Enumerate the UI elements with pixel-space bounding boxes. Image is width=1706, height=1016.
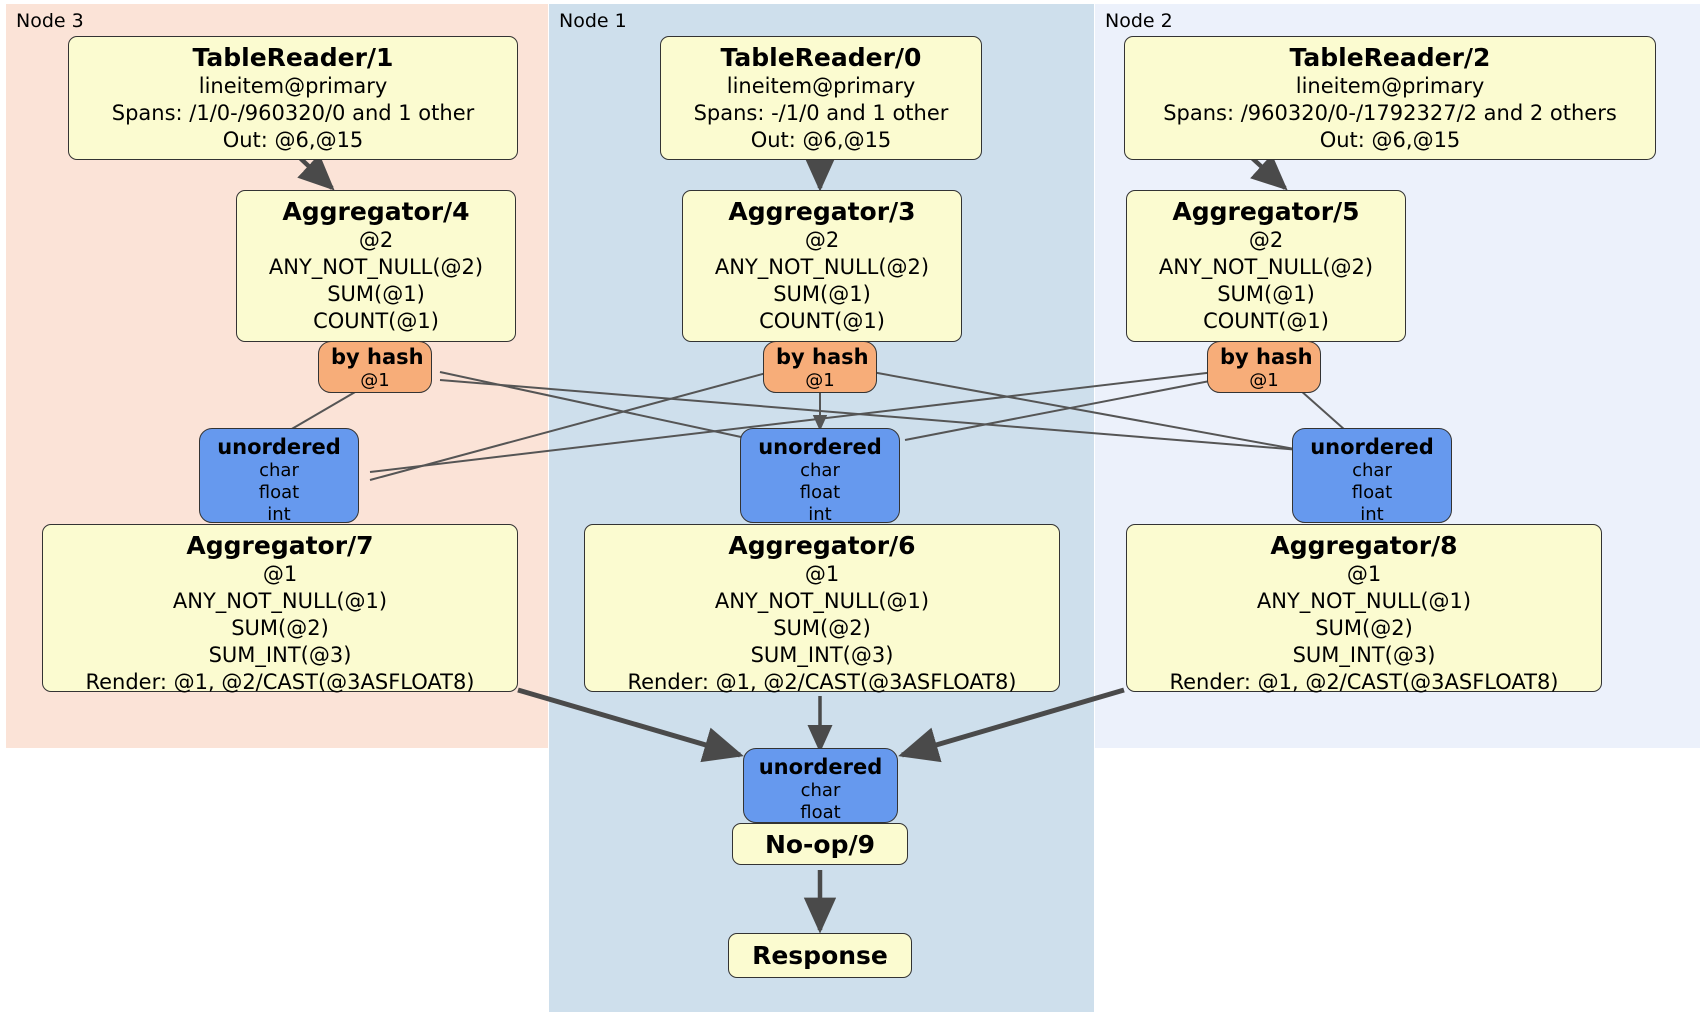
node-region-label-node1: Node 1 <box>559 10 627 32</box>
router-type-int: int <box>808 504 832 525</box>
processor-detail-agg1: ANY_NOT_NULL(@1) <box>1256 589 1472 613</box>
router-type-char: char <box>259 460 299 481</box>
processor-detail-spans: Spans: /1/0-/960320/0 and 1 other <box>111 101 475 125</box>
processor-aggregator-5[interactable]: Aggregator/5 @2 ANY_NOT_NULL(@2) SUM(@1)… <box>1126 190 1406 342</box>
router-detail-col: @1 <box>360 370 390 391</box>
processor-detail-groupcol: @2 <box>1248 228 1284 252</box>
node-region-label-node3: Node 3 <box>16 10 84 32</box>
processor-aggregator-4[interactable]: Aggregator/4 @2 ANY_NOT_NULL(@2) SUM(@1)… <box>236 190 516 342</box>
processor-detail-groupcol: @1 <box>1346 562 1382 586</box>
router-type-float: float <box>258 482 300 503</box>
router-by-hash-node2[interactable]: by hash @1 <box>1207 341 1321 393</box>
processor-aggregator-7[interactable]: Aggregator/7 @1 ANY_NOT_NULL(@1) SUM(@2)… <box>42 524 518 694</box>
processor-detail-agg3: SUM_INT(@3) <box>208 643 352 667</box>
processor-title: Aggregator/5 <box>1172 197 1360 226</box>
processor-detail-agg2: SUM(@2) <box>231 616 329 640</box>
processor-title: Aggregator/6 <box>728 531 916 560</box>
processor-detail-groupcol: @1 <box>262 562 298 586</box>
router-title: unordered <box>217 435 341 459</box>
processor-detail-agg1: ANY_NOT_NULL(@1) <box>714 589 930 613</box>
router-unordered-node2[interactable]: unordered char float int <box>1292 428 1452 525</box>
processor-title: TableReader/0 <box>720 43 922 72</box>
processor-detail-groupcol: @2 <box>804 228 840 252</box>
processor-detail-agg3: SUM_INT(@3) <box>750 643 894 667</box>
processor-detail-table: lineitem@primary <box>198 74 388 98</box>
processor-detail-agg1: ANY_NOT_NULL(@1) <box>172 589 388 613</box>
processor-noop-9[interactable]: No-op/9 <box>732 823 908 865</box>
processor-detail-out: Out: @6,@15 <box>750 128 892 152</box>
router-by-hash-node1[interactable]: by hash @1 <box>763 341 877 393</box>
router-title: by hash <box>1220 345 1313 369</box>
processor-tablereader-2[interactable]: TableReader/2 lineitem@primary Spans: /9… <box>1124 36 1656 160</box>
processor-detail-agg3: COUNT(@1) <box>759 309 885 333</box>
router-type-float: float <box>1351 482 1393 503</box>
processor-aggregator-3[interactable]: Aggregator/3 @2 ANY_NOT_NULL(@2) SUM(@1)… <box>682 190 962 342</box>
processor-title: Aggregator/7 <box>186 531 374 560</box>
processor-title: TableReader/1 <box>192 43 394 72</box>
router-title: by hash <box>331 345 424 369</box>
router-type-float: float <box>799 482 841 503</box>
processor-aggregator-8[interactable]: Aggregator/8 @1 ANY_NOT_NULL(@1) SUM(@2)… <box>1126 524 1602 694</box>
processor-detail-render: Render: @1, @2/CAST(@3ASFLOAT8) <box>85 670 475 694</box>
router-unordered-node1[interactable]: unordered char float int <box>740 428 900 525</box>
processor-detail-out: Out: @6,@15 <box>222 128 364 152</box>
processor-tablereader-0[interactable]: TableReader/0 lineitem@primary Spans: -/… <box>660 36 982 160</box>
router-type-char: char <box>800 460 840 481</box>
node-region-label-node2: Node 2 <box>1105 10 1173 32</box>
router-title: by hash <box>776 345 869 369</box>
processor-detail-render: Render: @1, @2/CAST(@3ASFLOAT8) <box>627 670 1017 694</box>
processor-detail-agg2: SUM(@1) <box>773 282 871 306</box>
processor-detail-out: Out: @6,@15 <box>1319 128 1461 152</box>
router-title: unordered <box>1310 435 1434 459</box>
processor-detail-agg2: SUM(@1) <box>327 282 425 306</box>
processor-detail-groupcol: @2 <box>358 228 394 252</box>
processor-tablereader-1[interactable]: TableReader/1 lineitem@primary Spans: /1… <box>68 36 518 160</box>
processor-detail-spans: Spans: -/1/0 and 1 other <box>693 101 949 125</box>
processor-detail-agg1: ANY_NOT_NULL(@2) <box>268 255 484 279</box>
processor-detail-agg1: ANY_NOT_NULL(@2) <box>714 255 930 279</box>
processor-detail-spans: Spans: /960320/0-/1792327/2 and 2 others <box>1163 101 1617 125</box>
router-title: unordered <box>758 755 883 779</box>
router-type-int: int <box>267 504 291 525</box>
router-by-hash-node3[interactable]: by hash @1 <box>318 341 432 393</box>
router-type-char: char <box>800 780 841 801</box>
router-detail-col: @1 <box>805 370 835 391</box>
processor-detail-agg3: COUNT(@1) <box>1203 309 1329 333</box>
processor-detail-groupcol: @1 <box>804 562 840 586</box>
processor-detail-agg2: SUM(@2) <box>1315 616 1413 640</box>
processor-detail-agg1: ANY_NOT_NULL(@2) <box>1158 255 1374 279</box>
processor-title: Aggregator/4 <box>282 197 470 226</box>
processor-response[interactable]: Response <box>728 933 912 978</box>
processor-detail-table: lineitem@primary <box>726 74 916 98</box>
processor-detail-agg3: SUM_INT(@3) <box>1292 643 1436 667</box>
router-type-float: float <box>800 802 841 823</box>
router-unordered-final[interactable]: unordered char float <box>743 748 898 823</box>
processor-detail-agg2: SUM(@2) <box>773 616 871 640</box>
router-title: unordered <box>758 435 882 459</box>
processor-detail-agg3: COUNT(@1) <box>313 309 439 333</box>
processor-title: Aggregator/8 <box>1270 531 1458 560</box>
processor-detail-agg2: SUM(@1) <box>1217 282 1315 306</box>
router-detail-col: @1 <box>1249 370 1279 391</box>
router-unordered-node3[interactable]: unordered char float int <box>199 428 359 525</box>
processor-detail-table: lineitem@primary <box>1295 74 1485 98</box>
processor-detail-render: Render: @1, @2/CAST(@3ASFLOAT8) <box>1169 670 1559 694</box>
processor-title: TableReader/2 <box>1289 43 1491 72</box>
router-type-char: char <box>1352 460 1392 481</box>
processor-aggregator-6[interactable]: Aggregator/6 @1 ANY_NOT_NULL(@1) SUM(@2)… <box>584 524 1060 694</box>
router-type-int: int <box>1360 504 1384 525</box>
processor-title: Aggregator/3 <box>728 197 916 226</box>
